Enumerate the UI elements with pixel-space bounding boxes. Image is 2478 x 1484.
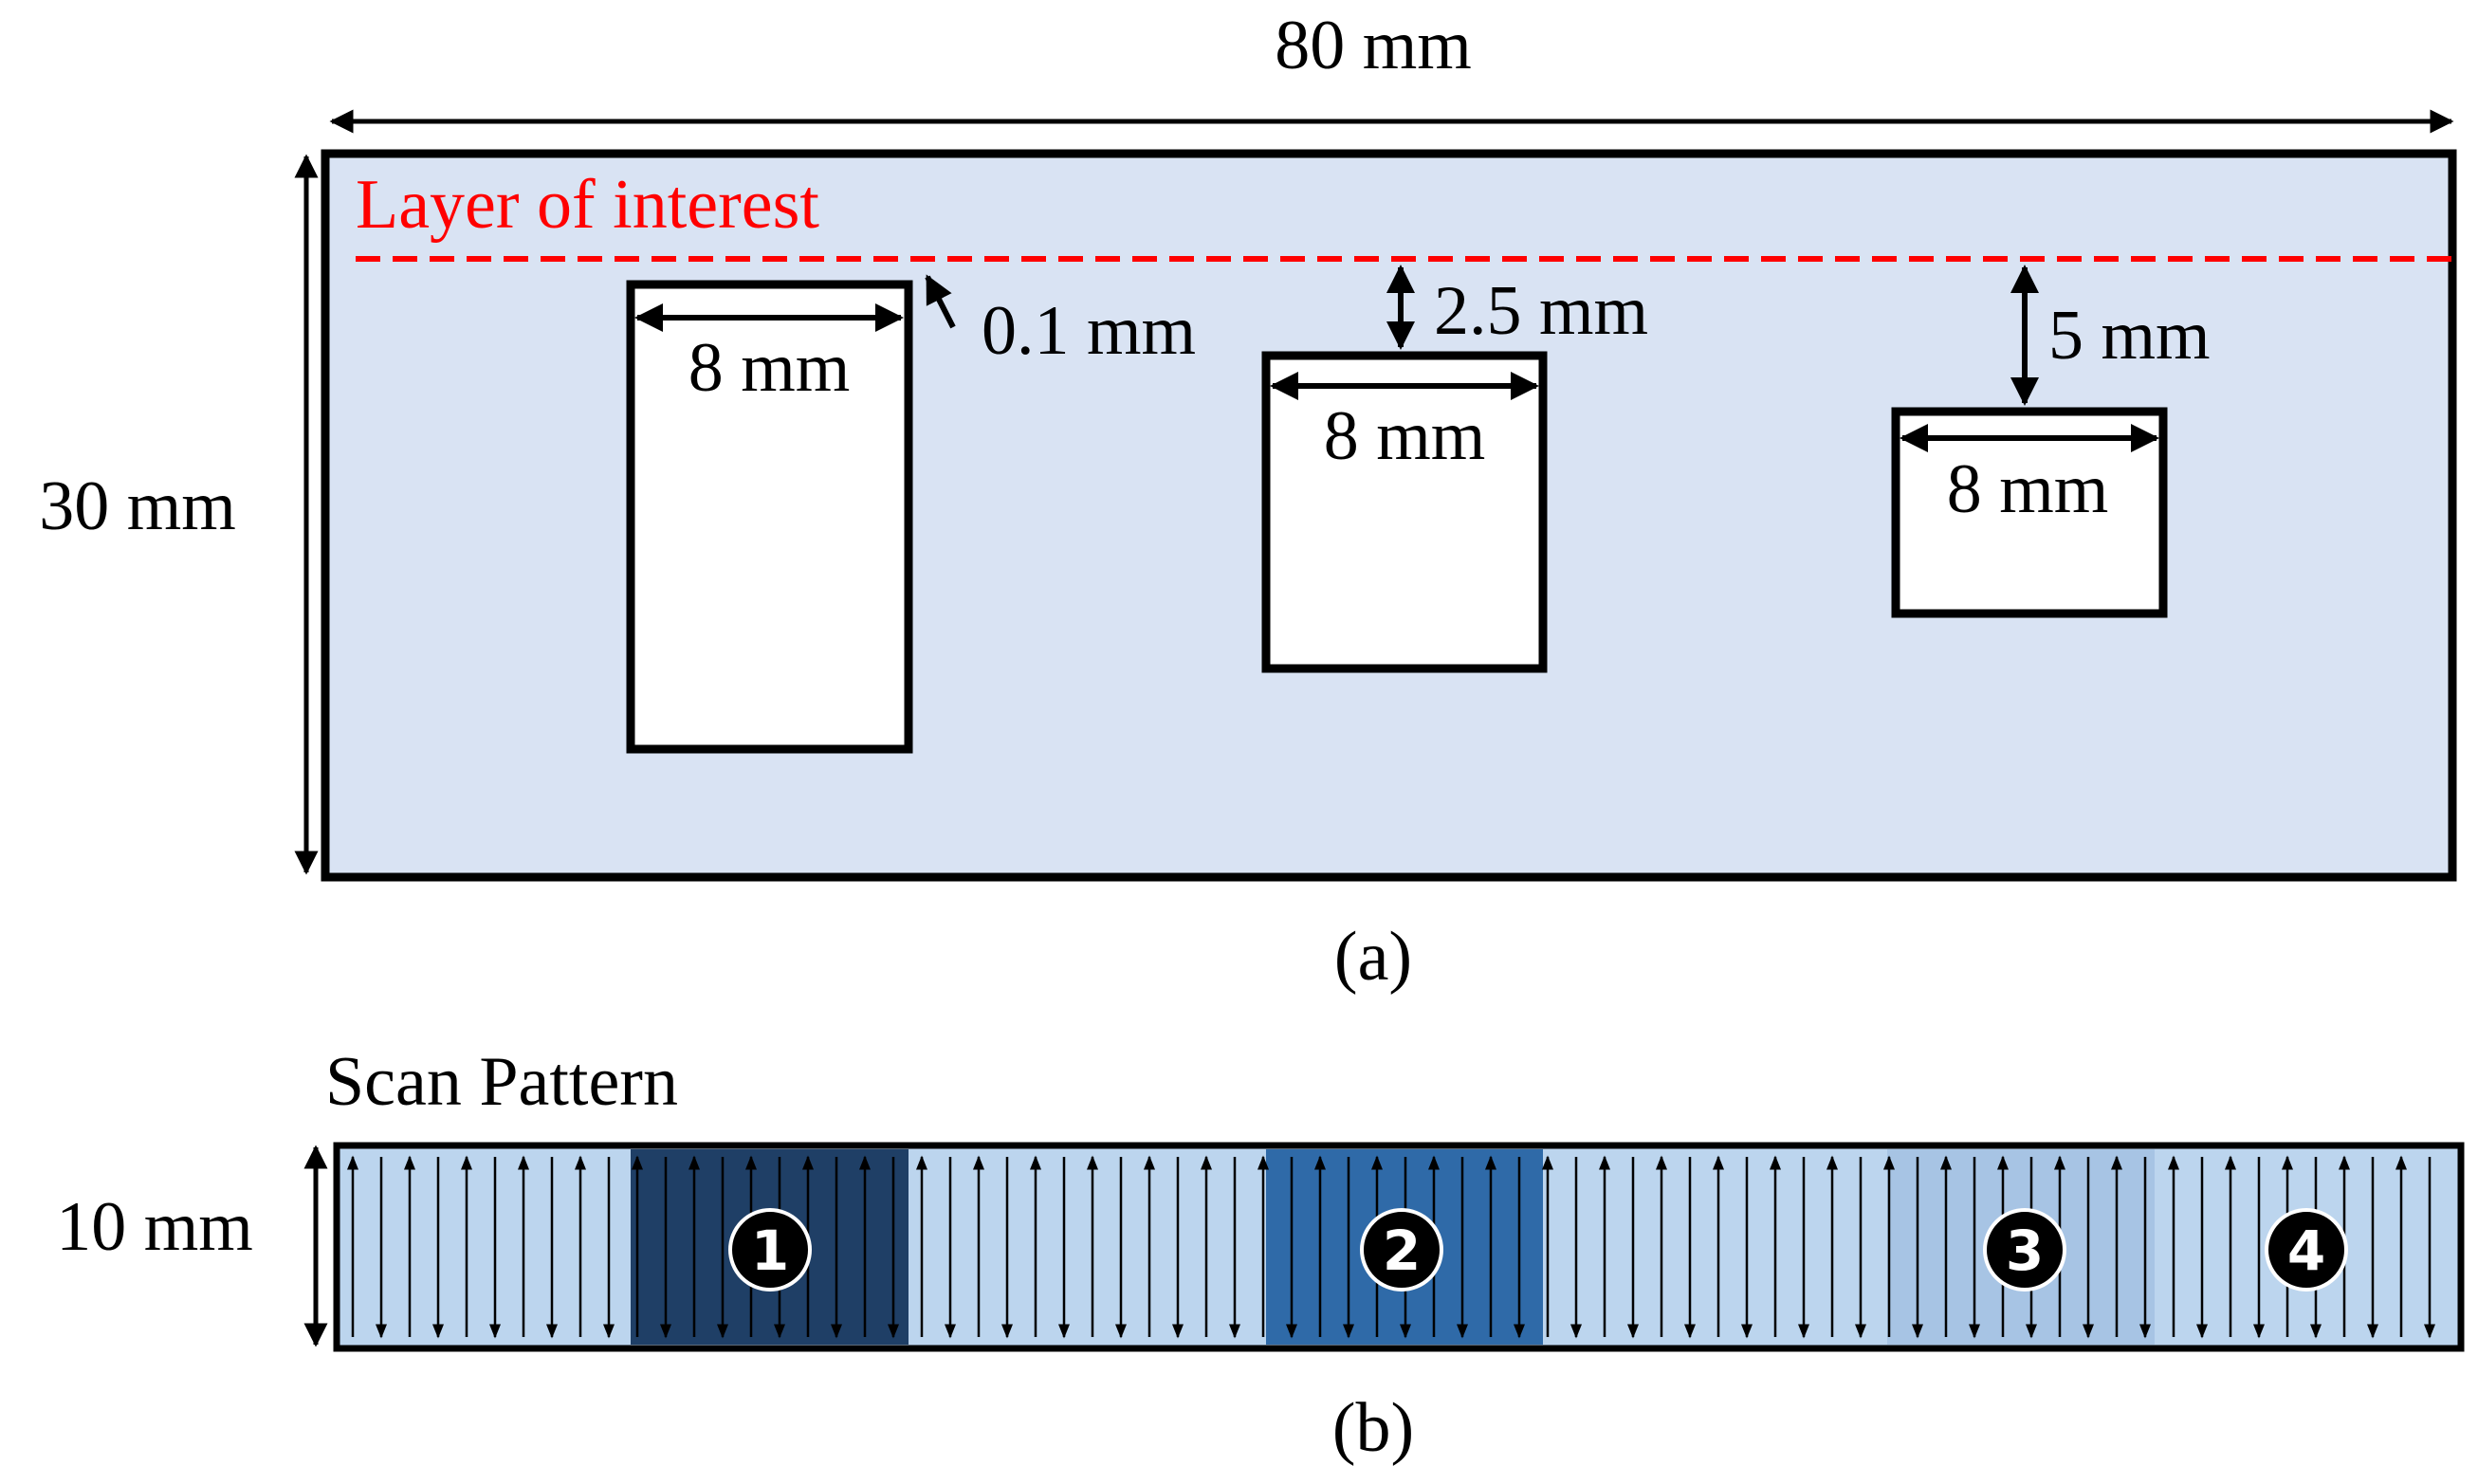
region-3-badge <box>1983 1208 2066 1292</box>
region-2-number: 2 <box>1383 1218 1421 1283</box>
region-2-marker: 2 <box>1360 1208 1443 1292</box>
region-1-marker: 1 <box>728 1208 812 1292</box>
region-4-number: 4 <box>2287 1218 2325 1283</box>
cavity-2-outline <box>1261 351 1548 673</box>
cavity-3-depth-label: 5 mm <box>2048 297 2211 375</box>
height-label: 30 mm <box>39 467 236 545</box>
scan-strip-outline <box>333 1142 2465 1352</box>
region-3-number: 3 <box>2006 1218 2044 1283</box>
region-3-marker: 3 <box>1983 1208 2066 1292</box>
cavity-2: 8 mm 2.5 mm <box>1261 265 1648 673</box>
cavity-2-depth-label: 2.5 mm <box>1434 272 1648 350</box>
layer-of-interest-label: Layer of interest <box>356 166 819 244</box>
cavity-1: 8 mm 0.1 mm <box>626 274 1196 754</box>
region-4-marker: 4 <box>2265 1208 2348 1292</box>
cavity-1-outline <box>626 280 913 754</box>
panel-b: Scan Pattern 10 mm 1 2 3 4 (b) <box>56 1043 2465 1467</box>
region-1-number: 1 <box>751 1218 789 1283</box>
region-4-badge <box>2265 1208 2348 1292</box>
panel-a-caption: (a) <box>1334 918 1412 996</box>
cavity-1-depth-label: 0.1 mm <box>982 292 1196 370</box>
scan-pattern-title: Scan Pattern <box>325 1043 678 1121</box>
region-1-badge <box>728 1208 812 1292</box>
panel-b-caption: (b) <box>1332 1389 1414 1467</box>
cavity-2-width-label: 8 mm <box>1324 397 1486 475</box>
width-label: 80 mm <box>1275 7 1472 84</box>
cavity-1-width-label: 8 mm <box>688 329 851 407</box>
cavity-3-width-label: 8 mm <box>1947 450 2109 528</box>
region-2-badge <box>1360 1208 1443 1292</box>
cavity-1-depth-pointer <box>925 274 956 329</box>
panel-a: 80 mm 30 mm Layer of interest 8 mm 0.1 m… <box>39 7 2457 996</box>
strip-height-label: 10 mm <box>56 1188 253 1266</box>
cavity-3: 8 mm 5 mm <box>1891 265 2211 618</box>
